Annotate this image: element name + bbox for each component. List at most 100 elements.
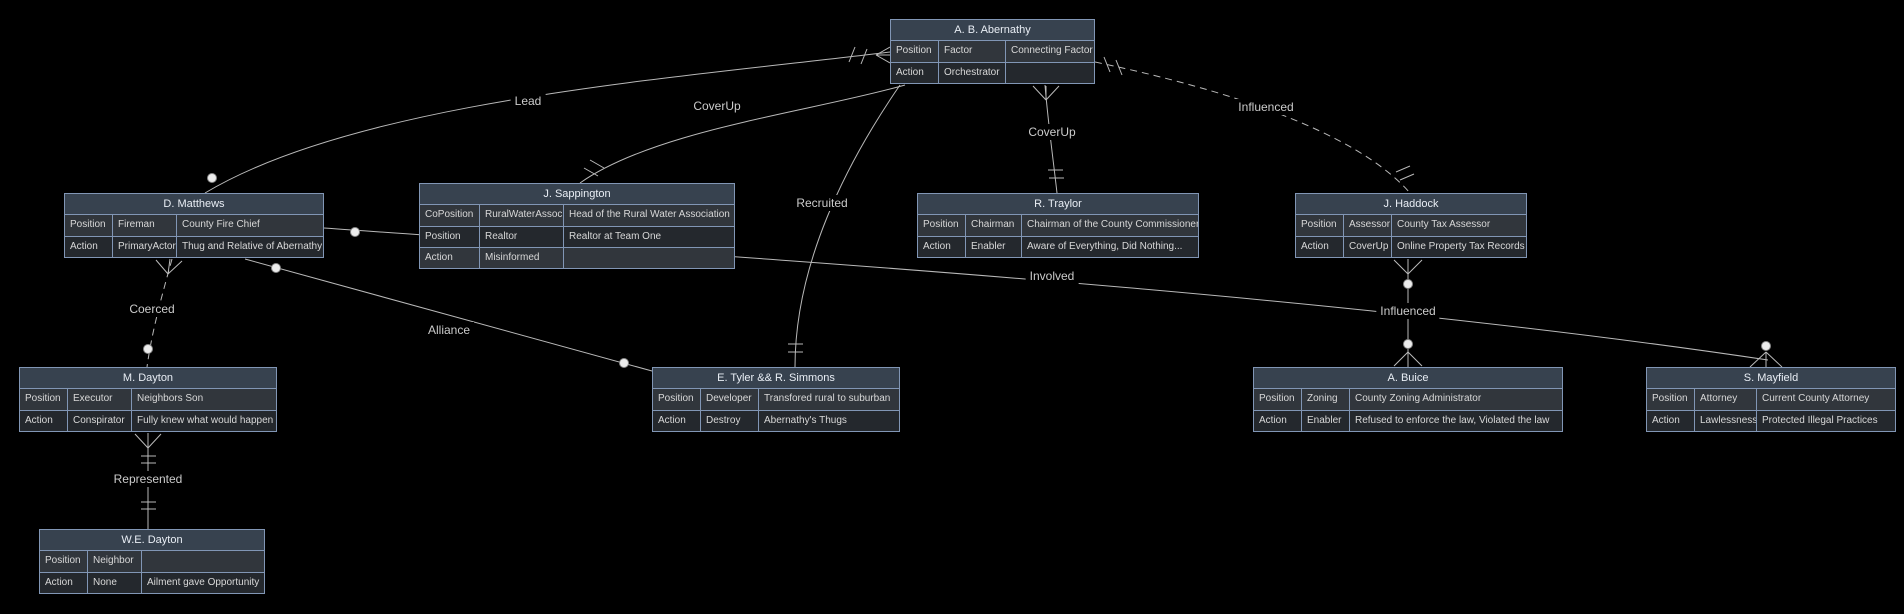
- attr-value: Factor: [939, 41, 1006, 62]
- attr-comment: [1006, 63, 1094, 83]
- entity-title: J. Sappington: [420, 184, 734, 205]
- attribute-row: CoPosition RuralWaterAssoc Head of the R…: [420, 205, 734, 226]
- attribute-row: Position Factor Connecting Factor: [891, 41, 1094, 62]
- attr-value: Chairman: [966, 215, 1022, 236]
- attr-comment: [142, 551, 264, 572]
- attr-key: Position: [20, 389, 68, 410]
- edge-label-involved: Involved: [1025, 268, 1079, 284]
- attribute-row: Action Conspirator Fully knew what would…: [20, 410, 276, 431]
- entity-a-buice: A. Buice Position Zoning County Zoning A…: [1253, 367, 1563, 432]
- attr-comment: Ailment gave Opportunity: [147, 577, 260, 588]
- attr-comment: Thug and Relative of Abernathy: [182, 241, 323, 252]
- attribute-row: Position Attorney Current County Attorne…: [1647, 389, 1895, 410]
- attr-value: Orchestrator: [939, 63, 1006, 83]
- entity-m-dayton: M. Dayton Position Executor Neighbors So…: [19, 367, 277, 432]
- attr-comment: Transfored rural to suburban: [764, 393, 891, 404]
- attr-comment: Chairman of the County Commissioners: [1027, 219, 1198, 230]
- attr-value: Fireman: [113, 215, 177, 236]
- attr-key: CoPosition: [420, 205, 480, 226]
- attribute-row: Action Enabler Aware of Everything, Did …: [918, 236, 1198, 257]
- edge-label-lead: Lead: [510, 93, 546, 109]
- attr-value: Executor: [68, 389, 132, 410]
- attribute-row: Position Assessor County Tax Assessor: [1296, 215, 1526, 236]
- attr-comment: Protected Illegal Practices: [1762, 415, 1878, 426]
- attr-key: Position: [65, 215, 113, 236]
- entity-title: S. Mayfield: [1647, 368, 1895, 389]
- attr-comment: [564, 248, 734, 268]
- attr-comment: Refused to enforce the law, Violated the…: [1355, 415, 1550, 426]
- edge-label-influenced-buice: Influenced: [1376, 303, 1440, 319]
- attr-comment: Head of the Rural Water Association: [569, 209, 730, 220]
- attribute-row: Position Chairman Chairman of the County…: [918, 215, 1198, 236]
- edge-label-alliance: Alliance: [423, 322, 475, 338]
- edge-label-influenced-haddock: Influenced: [1234, 99, 1298, 115]
- attr-comment: County Tax Assessor: [1397, 219, 1491, 230]
- attr-value: RuralWaterAssoc: [480, 205, 564, 226]
- attr-value: Enabler: [966, 237, 1022, 257]
- attr-value: Misinformed: [480, 248, 564, 268]
- attribute-row: Action Orchestrator: [891, 62, 1094, 83]
- entity-j-haddock: J. Haddock Position Assessor County Tax …: [1295, 193, 1527, 258]
- entity-d-matthews: D. Matthews Position Fireman County Fire…: [64, 193, 324, 258]
- attribute-row: Position Executor Neighbors Son: [20, 389, 276, 410]
- edge-label-coverup-traylor: CoverUp: [1024, 124, 1080, 140]
- attr-key: Position: [918, 215, 966, 236]
- attr-key: Position: [40, 551, 88, 572]
- entity-title: R. Traylor: [918, 194, 1198, 215]
- attr-key: Position: [420, 227, 480, 247]
- attr-comment: Realtor at Team One: [569, 231, 662, 242]
- entity-title: W.E. Dayton: [40, 530, 264, 551]
- attribute-row: Action None Ailment gave Opportunity: [40, 572, 264, 593]
- attr-key: Action: [20, 411, 68, 431]
- attribute-row: Action Enabler Refused to enforce the la…: [1254, 410, 1562, 431]
- attribute-row: Position Developer Transfored rural to s…: [653, 389, 899, 410]
- attr-value: Conspirator: [68, 411, 132, 431]
- attr-key: Action: [653, 411, 701, 431]
- attr-value: PrimaryActor: [113, 237, 177, 257]
- edge-label-coerced: Coerced: [125, 301, 179, 317]
- attribute-row: Action Lawlessness Protected Illegal Pra…: [1647, 410, 1895, 431]
- attribute-row: Action CoverUp Online Property Tax Recor…: [1296, 236, 1526, 257]
- attr-value: Realtor: [480, 227, 564, 247]
- attribute-row: Position Neighbor: [40, 551, 264, 572]
- attr-comment: County Zoning Administrator: [1355, 393, 1482, 404]
- entity-e-tyler-r-simmons: E. Tyler && R. Simmons Position Develope…: [652, 367, 900, 432]
- attr-comment: Current County Attorney: [1762, 393, 1870, 404]
- attr-value: Enabler: [1302, 411, 1350, 431]
- attr-comment: Connecting Factor: [1011, 45, 1093, 56]
- attr-comment: Aware of Everything, Did Nothing...: [1027, 241, 1183, 252]
- entity-s-mayfield: S. Mayfield Position Attorney Current Co…: [1646, 367, 1896, 432]
- attr-value: Developer: [701, 389, 759, 410]
- attr-key: Position: [1647, 389, 1695, 410]
- attr-comment: Abernathy's Thugs: [764, 415, 847, 426]
- edge-coverup-sappington: [579, 84, 906, 184]
- entity-j-sappington: J. Sappington CoPosition RuralWaterAssoc…: [419, 183, 735, 269]
- edge-label-recruited: Recruited: [792, 195, 852, 211]
- attribute-row: Position Fireman County Fire Chief: [65, 215, 323, 236]
- attr-key: Position: [1296, 215, 1344, 236]
- entity-a-b-abernathy: A. B. Abernathy Position Factor Connecti…: [890, 19, 1095, 84]
- attr-comment: County Fire Chief: [182, 219, 260, 230]
- attr-key: Position: [891, 41, 939, 62]
- edge-lead: [204, 46, 891, 194]
- attr-comment: Neighbors Son: [137, 393, 204, 404]
- edge-recruited: [788, 73, 904, 368]
- edge-label-represented: Represented: [109, 471, 187, 487]
- entity-title: D. Matthews: [65, 194, 323, 215]
- attr-key: Position: [653, 389, 701, 410]
- attr-key: Action: [1254, 411, 1302, 431]
- attr-value: Lawlessness: [1695, 411, 1757, 431]
- edge-influenced-haddock: [1094, 56, 1415, 194]
- attribute-row: Position Zoning County Zoning Administra…: [1254, 389, 1562, 410]
- attr-value: Assessor: [1344, 215, 1392, 236]
- attr-value: Destroy: [701, 411, 759, 431]
- entity-title: J. Haddock: [1296, 194, 1526, 215]
- attribute-row: Position Realtor Realtor at Team One: [420, 226, 734, 247]
- entity-w-e-dayton: W.E. Dayton Position Neighbor Action Non…: [39, 529, 265, 594]
- entity-title: A. Buice: [1254, 368, 1562, 389]
- attribute-row: Action Destroy Abernathy's Thugs: [653, 410, 899, 431]
- entity-title: A. B. Abernathy: [891, 20, 1094, 41]
- attr-comment: Fully knew what would happen: [137, 415, 274, 426]
